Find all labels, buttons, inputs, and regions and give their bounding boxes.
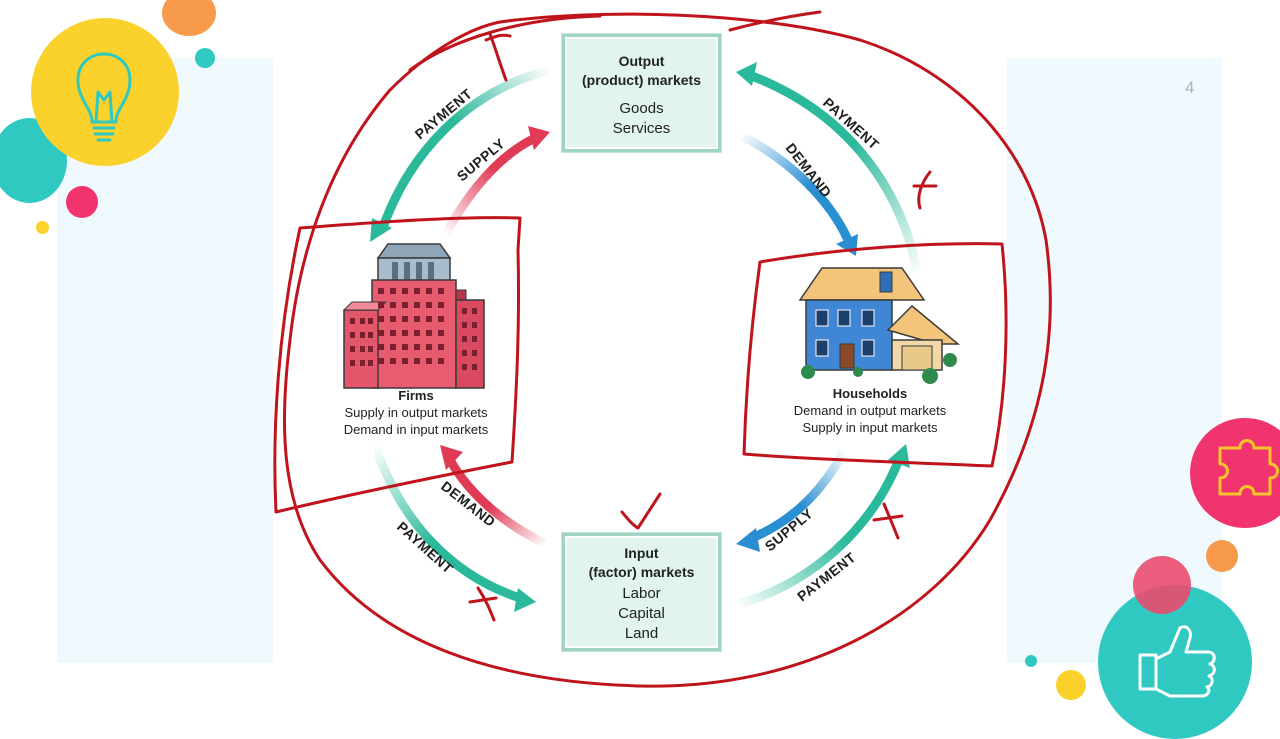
deco-circle-yellow-bottom <box>1056 670 1086 700</box>
payment-arrow-bottom-right <box>733 460 903 610</box>
payment-arrow-bottom-left <box>370 443 522 603</box>
payment-arrow-top-right-head <box>736 62 757 86</box>
supply-arrow-top-left-head <box>528 126 550 150</box>
circular-flow-diagram: PAYMENT SUPPLY PAYMENT DEMAND DEMAND PAY… <box>76 10 1279 698</box>
house-icon <box>798 267 961 384</box>
payment-arrow-top-left <box>377 65 552 232</box>
page-number: 4 <box>1185 78 1195 97</box>
deco-circle-teal-small <box>195 48 215 68</box>
firms-line2: Demand in input markets <box>343 422 489 437</box>
label-payment-bottom-left: PAYMENT <box>394 518 456 576</box>
payment-arrow-bottom-left-head <box>514 588 536 612</box>
input-market-box: Input (factor) markets Labor Capital Lan… <box>562 533 721 651</box>
output-market-box: Output (product) markets Goods Services <box>562 34 721 152</box>
firms-line1: Supply in output markets <box>344 405 488 420</box>
deco-circle-yellow-dot <box>36 221 49 234</box>
output-market-item-services: Services <box>612 120 671 137</box>
households-caption: Households Demand in output markets Supp… <box>770 385 970 436</box>
demand-arrow-top-right <box>737 130 853 242</box>
deco-circle-teal-dot <box>1025 655 1037 667</box>
output-market-title-line2: (product) markets <box>581 72 702 88</box>
input-market-item-labor: Labor <box>622 585 661 602</box>
supply-arrow-top-left <box>441 133 538 238</box>
deco-circle-pink-right <box>1190 418 1280 528</box>
office-building-icon <box>342 243 485 389</box>
deco-circle-pink-small <box>66 186 98 218</box>
input-market-title-line2: (factor) markets <box>588 564 695 580</box>
input-market-item-capital: Capital <box>618 605 665 622</box>
output-market-title-line1: Output <box>618 53 665 69</box>
puzzle-piece-icon <box>1218 439 1279 496</box>
red-annotations <box>273 10 1052 688</box>
supply-arrow-bottom-right-head <box>736 528 760 552</box>
input-market-item-land: Land <box>624 625 659 642</box>
deco-circle-orange-top <box>162 0 216 36</box>
output-market-item-goods: Goods <box>619 100 664 117</box>
input-market-title-line1: Input <box>624 545 659 561</box>
households-name: Households <box>832 386 908 401</box>
payment-arrow-top-right <box>750 71 923 276</box>
firms-name: Firms <box>398 388 434 403</box>
demand-arrow-bottom-left-head <box>440 445 463 470</box>
supply-arrow-bottom-right <box>750 447 849 543</box>
deco-circle-orange-right <box>1206 540 1238 572</box>
households-line2: Supply in input markets <box>802 420 938 435</box>
thumbs-up-icon <box>1138 625 1216 698</box>
deco-circle-pink-overlap <box>1133 556 1191 614</box>
households-line1: Demand in output markets <box>793 403 947 418</box>
firms-caption: Firms Supply in output markets Demand in… <box>316 387 516 438</box>
right-side-panel <box>1007 58 1222 663</box>
light-bulb-icon <box>76 52 132 142</box>
